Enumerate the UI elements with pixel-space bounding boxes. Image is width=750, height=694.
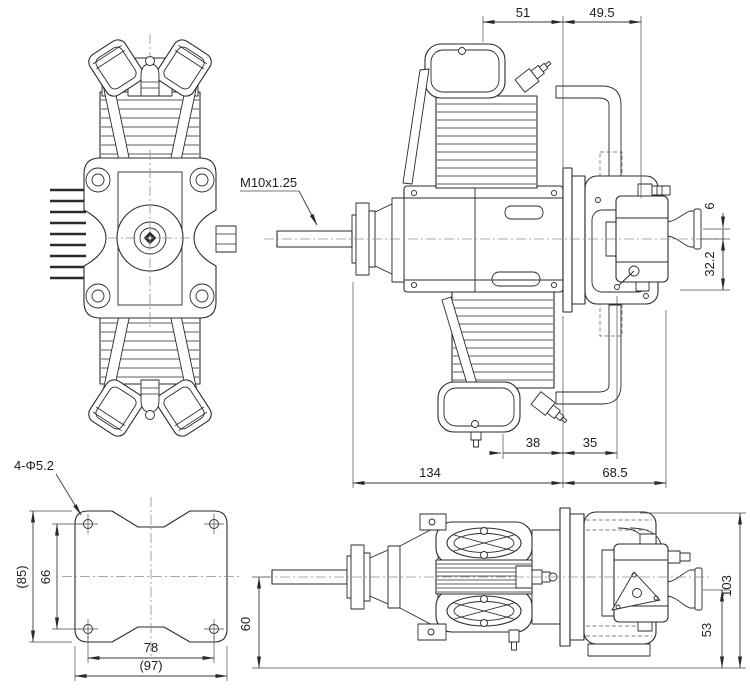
spark-plug [140,379,160,420]
dim-35: 35 [562,296,618,459]
dim-85-label: (85) [14,565,29,588]
holes-callout: 4-Φ5.2 [14,458,82,516]
dim-78-label: 78 [144,640,158,655]
mount-flange [562,167,573,313]
mount-bosses [85,167,215,309]
dim-32-2: 32.2 [680,238,730,291]
dim-51: 51 [482,5,564,170]
dim-38: 38 [489,316,564,488]
dim-49-5: 49.5 [562,5,642,198]
dim-66: 66 [38,523,82,630]
carburetor [605,183,702,292]
rocker-cover [156,379,212,437]
mount-holes [78,514,224,639]
rear-cylinder [437,291,568,448]
thread-callout: M10x1.25 [240,175,318,226]
rocker-cover [156,39,212,97]
lower-intake-pipe [555,304,622,405]
front-view [50,34,237,437]
dim-6: 6 [700,202,730,240]
dimension-annotations: 51 49.5 M10x1.25 6 32.2 [14,5,746,681]
front-left-fins [50,188,86,280]
dim-35-label: 35 [583,435,597,450]
linkage-bracket [417,623,447,641]
spark-plug [514,60,552,93]
dim-49-5-label: 49.5 [589,5,614,20]
intake-trumpet [667,210,695,248]
thread-label: M10x1.25 [240,175,297,190]
dim-66-label: 66 [38,570,53,584]
dim-60-label: 60 [238,617,253,631]
dim-68-5: 68.5 [562,310,667,488]
holes-label: 4-Φ5.2 [14,458,54,473]
dim-32-2-label: 32.2 [702,251,717,276]
breather-nipple [470,431,482,441]
dim-6-label: 6 [702,202,717,209]
top-view [262,507,712,657]
carburetor [601,533,703,632]
dim-97: (97) [74,646,228,681]
side-view [264,43,718,448]
intake-trumpet [667,569,696,609]
dim-38-label: 38 [526,435,540,450]
dim-68-5-label: 68.5 [602,465,627,480]
rocker-cover [88,39,144,97]
dim-134-label: 134 [419,465,441,480]
dim-78: 78 [87,636,215,663]
dim-51-label: 51 [516,5,530,20]
dim-53: 53 [699,589,730,669]
front-cylinder [402,43,552,189]
fuel-fitting [637,183,653,197]
dim-134: 134 [352,282,564,488]
rocker-cover-top [446,595,522,627]
front-right-stub [215,225,237,253]
dim-53-label: 53 [699,623,714,637]
mounting-plate-view [62,497,240,657]
spark-plug [530,391,568,424]
rocker-cover-top [446,527,522,559]
linkage-bracket [419,513,447,531]
drain-nipple [508,629,520,643]
dim-85: (85) [14,510,72,643]
pushrod-tube [402,68,430,185]
dim-97-label: (97) [139,658,162,673]
rocker-cover [88,379,144,437]
dim-103-label: 103 [719,575,734,597]
dim-60: 60 [238,576,270,669]
